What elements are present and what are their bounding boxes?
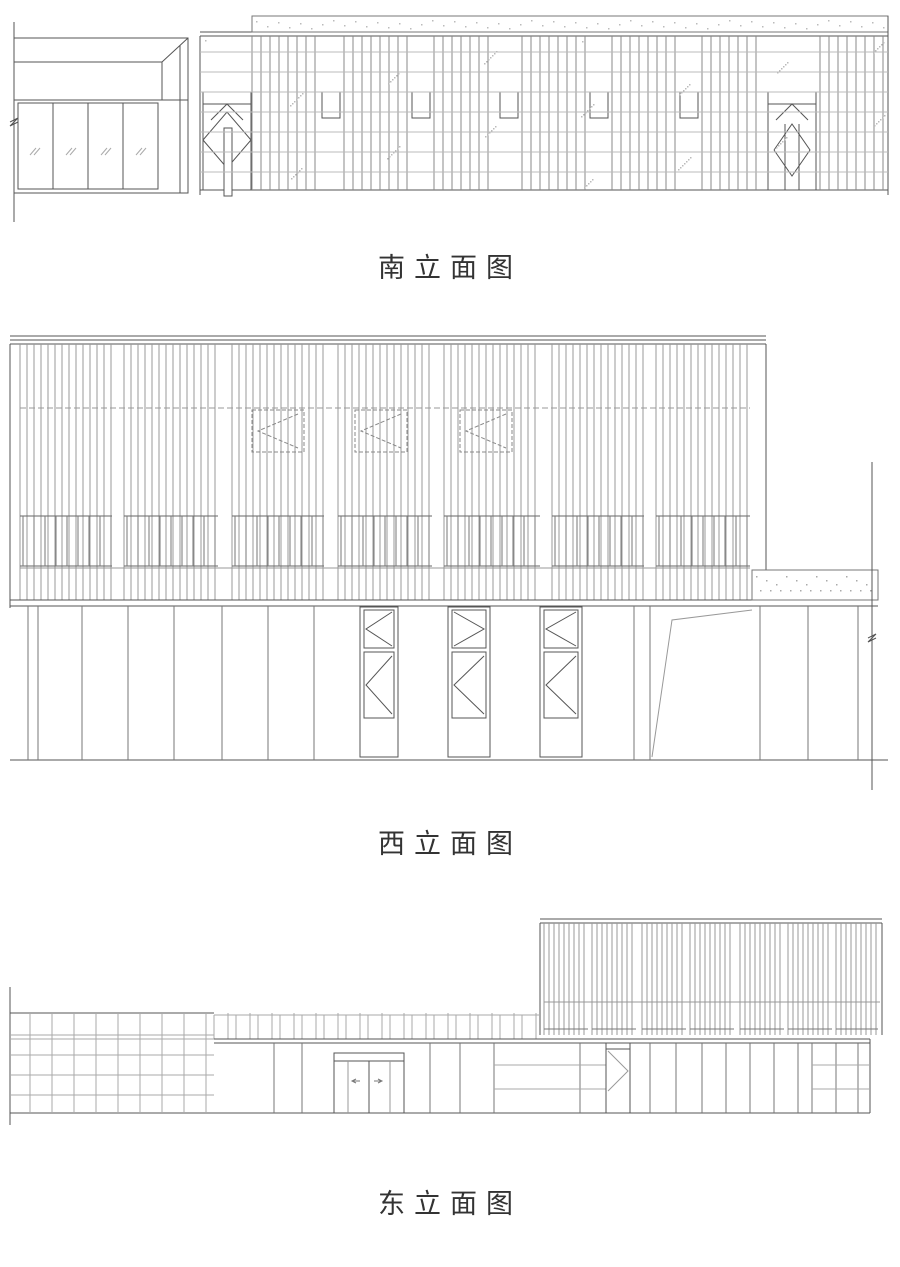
west-elevation-drawing: [0, 320, 900, 800]
east-elevation-caption: 东立面图: [378, 1189, 522, 1220]
east-elevation-drawing: [0, 905, 900, 1135]
south-elevation-caption: 南立面图: [378, 253, 522, 284]
west-elevation-caption: 西立面图: [378, 829, 522, 860]
south-elevation-drawing: [0, 0, 900, 230]
